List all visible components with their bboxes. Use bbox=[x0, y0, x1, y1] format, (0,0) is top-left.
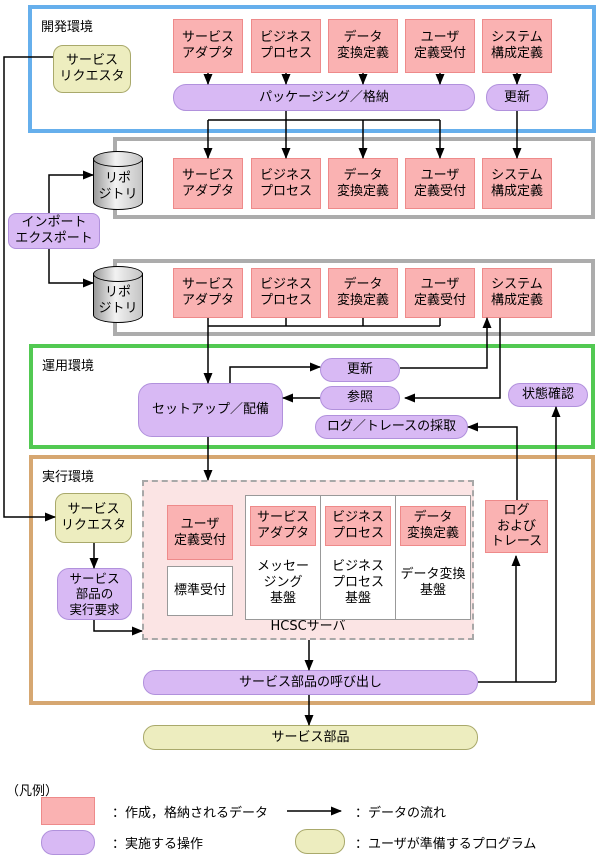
arrow-importexport-to-repo2 bbox=[48, 249, 94, 288]
hcsc-business-process: ビジネス プロセス bbox=[325, 506, 391, 546]
dev-artifact-business-process: ビジネス プロセス bbox=[251, 19, 321, 73]
hcsc-messaging-base: メッセー ジング 基盤 bbox=[256, 559, 309, 606]
legend-operation-swatch bbox=[41, 830, 95, 855]
arrow-importexport-to-repo1 bbox=[48, 170, 94, 213]
dev-artifact-service-adapter: サービス アダプタ bbox=[173, 19, 243, 73]
ops-update-operation: 更新 bbox=[320, 358, 400, 382]
legend-operation-label: ：実施する操作 bbox=[112, 836, 204, 852]
repo1-artifact-system-config: システム 構成定義 bbox=[482, 158, 552, 209]
service-part-program: サービス部品 bbox=[143, 725, 478, 750]
legend-flow-label: ：データの流れ bbox=[355, 805, 447, 821]
repo1-artifact-business-process: ビジネス プロセス bbox=[251, 158, 321, 209]
repo2-artifact-system-config: システム 構成定義 bbox=[482, 268, 552, 318]
repo2-artifact-user-reception: ユーザ 定義受付 bbox=[405, 268, 475, 318]
dev-update-operation: 更新 bbox=[486, 84, 548, 111]
status-check-operation: 状態確認 bbox=[508, 383, 588, 407]
hcsc-data-transform-column: データ 変換定義 データ変換 基盤 bbox=[395, 495, 471, 620]
repo2-artifact-service-adapter: サービス アダプタ bbox=[173, 268, 243, 318]
dev-service-requester: サービス リクエスタ bbox=[53, 45, 131, 93]
hcsc-service-adapter: サービス アダプタ bbox=[250, 506, 316, 546]
ops-reference-operation: 参照 bbox=[320, 386, 400, 410]
dev-artifact-system-config: システム 構成定義 bbox=[482, 19, 552, 73]
hcsc-business-process-base: ビジネス プロセス 基盤 bbox=[331, 559, 384, 606]
log-trace-collect-operation: ログ／トレースの採取 bbox=[315, 415, 468, 439]
repository-1-cylinder: リポ ジトリ bbox=[93, 151, 143, 210]
ops-environment-title: 運用環境 bbox=[42, 359, 95, 374]
hcsc-server-label: HCSCサーバ bbox=[270, 619, 346, 635]
hcsc-data-transform: データ 変換定義 bbox=[400, 506, 466, 546]
repo1-artifact-user-reception: ユーザ 定義受付 bbox=[405, 158, 475, 209]
log-and-trace-data: ログ および トレース bbox=[485, 500, 548, 553]
repo1-artifact-service-adapter: サービス アダプタ bbox=[173, 158, 243, 209]
repo2-artifact-data-transform: データ 変換定義 bbox=[328, 268, 398, 318]
legend-title: （凡例） bbox=[6, 783, 59, 799]
hcsc-user-reception: ユーザ 定義受付 bbox=[167, 505, 233, 560]
dev-environment-title: 開発環境 bbox=[41, 20, 94, 35]
exec-environment-section: 実行環境 bbox=[29, 455, 595, 705]
legend-data-label: ：作成，格納されるデータ bbox=[112, 805, 269, 821]
repo1-artifact-data-transform: データ 変換定義 bbox=[328, 158, 398, 209]
cylinder-top-ellipse bbox=[93, 151, 143, 167]
hcsc-standard-reception: 標準受付 bbox=[167, 566, 233, 616]
legend-program-label: ：ユーザが準備するプログラム bbox=[355, 836, 537, 852]
packaging-store-operation: パッケージング／格納 bbox=[173, 84, 475, 111]
cylinder-top-ellipse bbox=[93, 266, 143, 282]
hcsc-server-box: HCSCサーバ ユーザ 定義受付 標準受付 サービス アダプタ メッセー ジング… bbox=[142, 480, 474, 640]
hcsc-data-transform-base: データ変換 基盤 bbox=[400, 567, 466, 598]
dev-artifact-data-transform: データ 変換定義 bbox=[328, 19, 398, 73]
import-export-operation: インポート エクスポート bbox=[8, 213, 100, 249]
legend-data-swatch bbox=[41, 797, 95, 825]
repository-1-label: リポ ジトリ bbox=[98, 170, 138, 202]
hcsc-business-process-column: ビジネス プロセス ビジネス プロセス 基盤 bbox=[320, 495, 396, 620]
service-part-call-operation: サービス部品の呼び出し bbox=[143, 670, 478, 695]
legend-program-swatch bbox=[295, 829, 345, 854]
exec-service-requester: サービス リクエスタ bbox=[55, 493, 132, 543]
repository-2-label: リポ ジトリ bbox=[98, 284, 138, 316]
hcsc-messaging-column: サービス アダプタ メッセー ジング 基盤 bbox=[245, 495, 321, 620]
repo2-artifact-business-process: ビジネス プロセス bbox=[251, 268, 321, 318]
service-part-exec-request: サービス 部品の 実行要求 bbox=[57, 568, 132, 620]
dev-artifact-user-reception: ユーザ 定義受付 bbox=[405, 19, 475, 73]
exec-environment-title: 実行環境 bbox=[42, 470, 95, 485]
setup-deploy-operation: セットアップ／配備 bbox=[138, 383, 283, 437]
repository-2-cylinder: リポ ジトリ bbox=[93, 266, 143, 323]
